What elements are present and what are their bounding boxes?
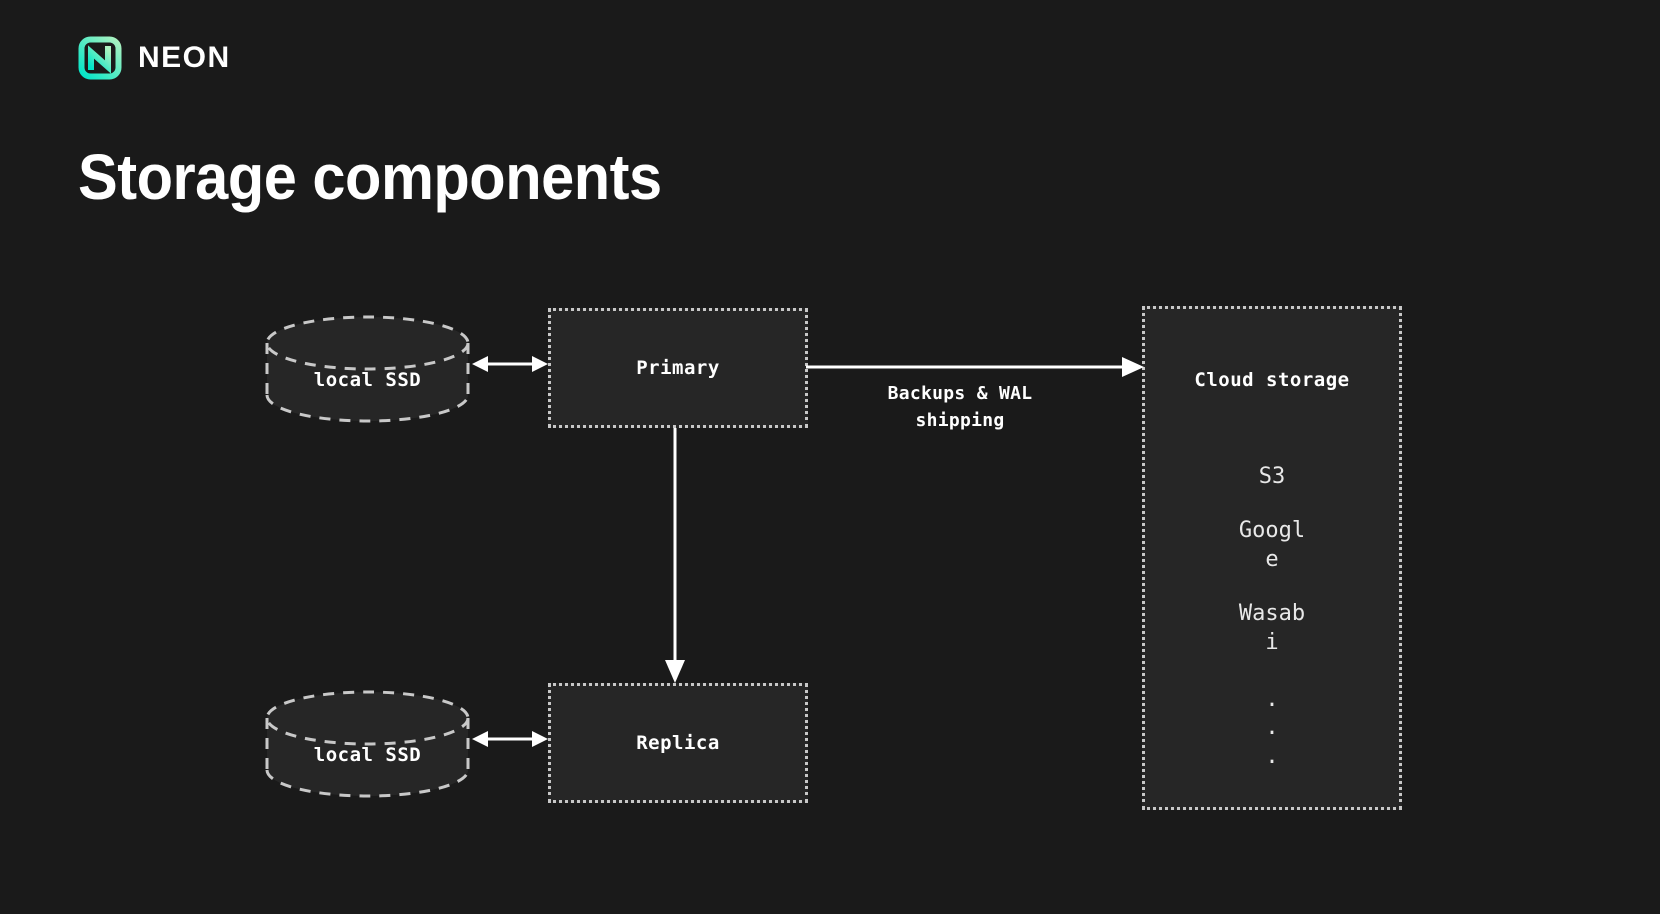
edge-primary-replica-arrow <box>662 428 688 683</box>
cloud-storage-vendor-list: S3 Google Wasabi . . . <box>1233 463 1311 772</box>
edge-ssd-replica-arrow <box>472 726 548 752</box>
ellipsis-dot: . <box>1265 715 1279 741</box>
ellipsis-dot: . <box>1265 686 1279 712</box>
node-cloud-storage: Cloud storage S3 Google Wasabi . . . <box>1142 306 1402 810</box>
cloud-storage-title: Cloud storage <box>1194 368 1350 391</box>
edge-ssd-primary-arrow <box>472 351 548 377</box>
edge-label-backups-wal: Backups & WAL shipping <box>860 381 1060 434</box>
edge-label-line1: Backups & WAL <box>887 383 1033 404</box>
node-replica: Replica <box>548 683 808 803</box>
brand-wordmark: NEON <box>138 41 231 74</box>
cloud-vendor-item: S3 <box>1258 463 1286 489</box>
node-local-ssd-primary: local SSD <box>265 315 470 423</box>
node-label: local SSD <box>313 369 422 391</box>
edge-primary-cloud-arrow <box>806 354 1144 380</box>
node-label: Primary <box>636 357 720 379</box>
node-primary: Primary <box>548 308 808 428</box>
cloud-vendor-item: Google <box>1238 518 1306 572</box>
cloud-vendor-item: Wasabi <box>1238 601 1306 655</box>
page-title: Storage components <box>78 141 662 213</box>
cloud-vendor-ellipsis: . . . <box>1233 686 1311 772</box>
node-label: local SSD <box>313 744 422 766</box>
node-label: Replica <box>636 732 720 754</box>
node-local-ssd-replica: local SSD <box>265 690 470 798</box>
brand-logo: NEON <box>78 36 231 80</box>
edge-label-line2: shipping <box>915 409 1005 431</box>
neon-logo-icon <box>78 36 122 80</box>
ellipsis-dot: . <box>1265 743 1279 769</box>
